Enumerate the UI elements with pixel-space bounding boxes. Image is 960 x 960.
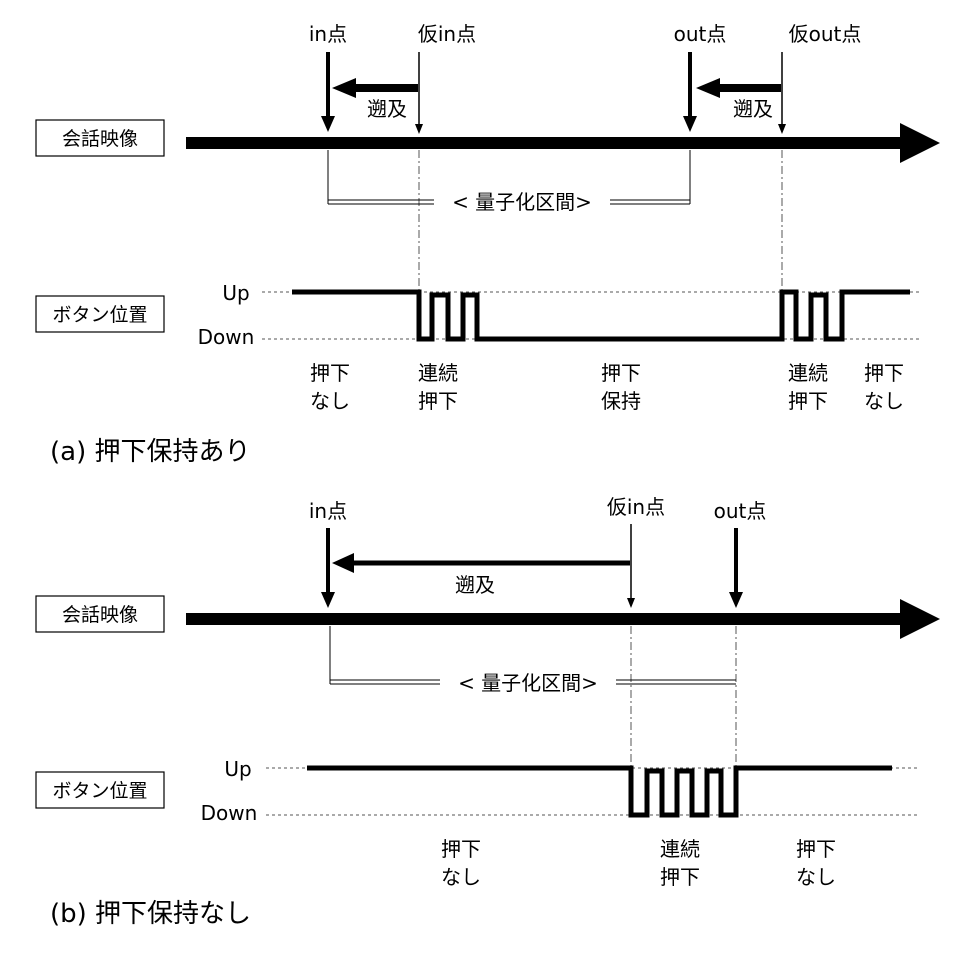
provisional-out-arrowhead	[778, 124, 786, 134]
provisional-in-point-label: 仮in点	[607, 495, 665, 519]
button-track-box	[35, 771, 165, 809]
level-up-label: Up	[224, 757, 251, 781]
provisional-out-point-label: 仮out点	[789, 22, 862, 46]
interval-double-line	[328, 199, 690, 205]
state-label-4: 連続 押下	[788, 361, 828, 413]
interval-double-line	[330, 679, 736, 685]
in-point-arrowhead	[321, 116, 335, 132]
panel-b: in点 仮in点 out点 遡及 会話映像 < 量子	[35, 495, 940, 929]
out-point-label: out点	[674, 22, 727, 46]
video-track-label: 会話映像	[62, 604, 138, 626]
svg-text:押下: 押下	[601, 361, 641, 385]
button-track-box	[35, 295, 165, 333]
in-point-label: in点	[309, 22, 347, 46]
svg-text:押下: 押下	[418, 389, 458, 413]
out-point-label: out点	[714, 499, 767, 523]
video-track-label: 会話映像	[62, 128, 138, 150]
button-waveform	[292, 289, 910, 342]
svg-text:連続: 連続	[418, 361, 458, 385]
video-track-box	[35, 595, 165, 633]
panel-a: in点 仮in点 out点 仮out点 遡及 遡及 会話映像	[35, 22, 940, 467]
out-point-arrowhead	[729, 592, 743, 608]
state-label-1: 押下 なし	[441, 837, 481, 889]
state-label-3: 押下 保持	[601, 361, 641, 413]
in-point-label: in点	[309, 499, 347, 523]
level-down-label: Down	[198, 325, 255, 349]
state-label-2: 連続 押下	[660, 837, 700, 889]
video-timeline-arrowhead	[900, 123, 940, 163]
provisional-in-point-label: 仮in点	[418, 22, 476, 46]
svg-text:押下: 押下	[660, 865, 700, 889]
panel-a-caption: (a) 押下保持あり	[50, 437, 251, 467]
svg-text:保持: 保持	[601, 389, 641, 413]
retro-arrowhead-right	[696, 78, 720, 98]
level-up-label: Up	[222, 281, 249, 305]
level-down-label: Down	[201, 801, 258, 825]
button-track-label: ボタン位置	[52, 780, 147, 802]
svg-text:なし: なし	[441, 865, 481, 889]
svg-text:連続: 連続	[660, 837, 700, 861]
button-waveform	[307, 765, 892, 818]
svg-text:押下: 押下	[441, 837, 481, 861]
retro-label: 遡及	[455, 573, 495, 597]
state-label-3: 押下 なし	[796, 837, 836, 889]
button-track-label: ボタン位置	[52, 304, 147, 326]
state-label-5: 押下 なし	[864, 361, 904, 413]
state-label-2: 連続 押下	[418, 361, 458, 413]
panel-b-caption: (b) 押下保持なし	[50, 899, 251, 929]
video-track-box	[35, 119, 165, 157]
svg-text:押下: 押下	[796, 837, 836, 861]
retro-right-label: 遡及	[733, 97, 773, 121]
state-label-1: 押下 なし	[310, 361, 350, 413]
interval-label: < 量子化区間>	[452, 190, 592, 214]
svg-text:なし: なし	[864, 389, 904, 413]
video-timeline-arrowhead	[900, 599, 940, 639]
retro-left-label: 遡及	[367, 97, 407, 121]
svg-text:押下: 押下	[864, 361, 904, 385]
provisional-in-arrowhead	[627, 598, 635, 608]
svg-text:連続: 連続	[788, 361, 828, 385]
provisional-in-arrowhead	[415, 124, 423, 134]
in-point-arrowhead	[321, 592, 335, 608]
out-point-arrowhead	[683, 116, 697, 132]
svg-text:なし: なし	[310, 389, 350, 413]
retro-arrowhead-left	[332, 78, 356, 98]
svg-text:なし: なし	[796, 865, 836, 889]
svg-text:押下: 押下	[310, 361, 350, 385]
svg-text:押下: 押下	[788, 389, 828, 413]
retro-arrowhead	[332, 553, 354, 573]
interval-label: < 量子化区間>	[458, 671, 598, 695]
